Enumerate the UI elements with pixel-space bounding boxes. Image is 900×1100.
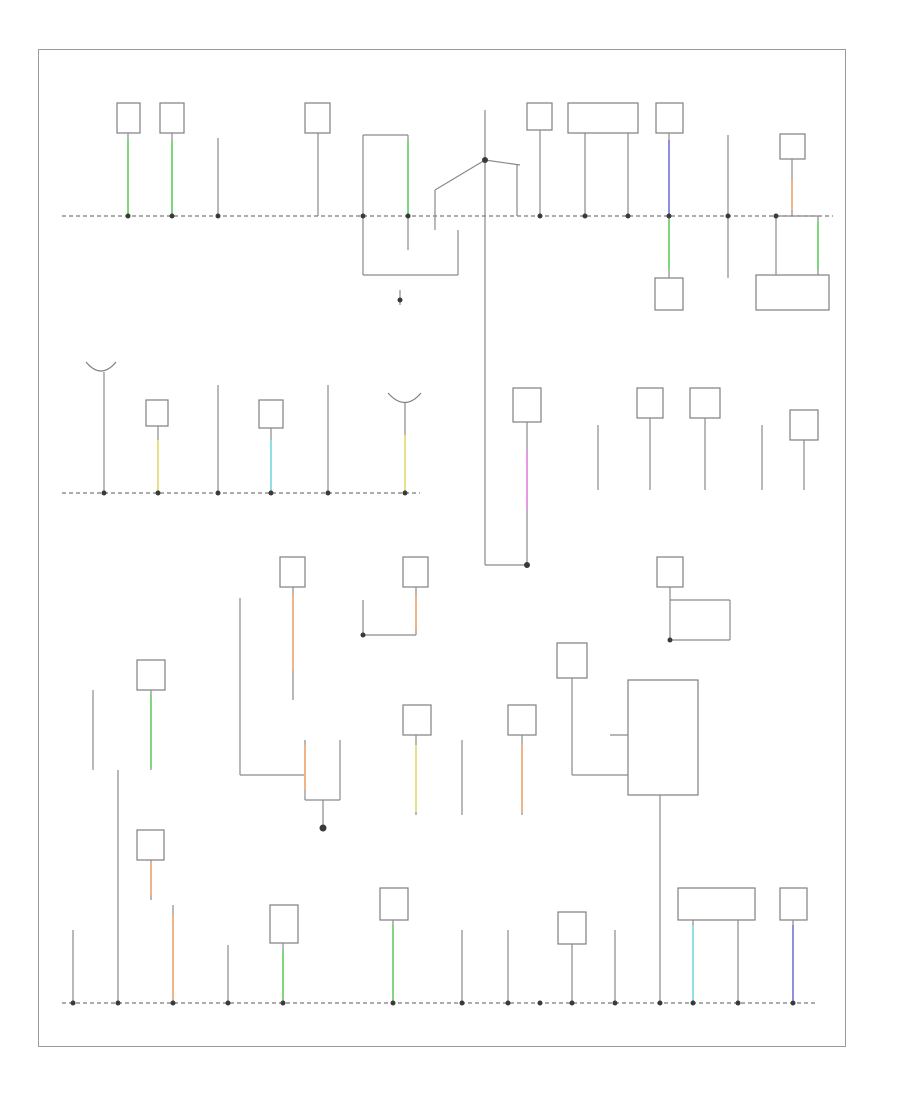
component-module (627, 679, 699, 796)
component-box (655, 102, 684, 134)
component-box (136, 829, 165, 861)
component-box (526, 102, 553, 131)
component-box (507, 704, 537, 736)
component-box (567, 102, 639, 134)
splices-row-3 (319, 632, 673, 832)
component-box (402, 556, 429, 588)
component-box (636, 387, 664, 419)
colored-wires-row-1 (127, 140, 819, 270)
component-box (654, 277, 684, 311)
component-lamp (85, 361, 117, 372)
wires-row-1 (127, 110, 819, 565)
component-box (159, 102, 185, 134)
wires-row-4 (72, 770, 794, 1003)
components-row-4 (136, 829, 808, 945)
component-box (755, 274, 830, 311)
diagram-frame (38, 49, 846, 1047)
components-row-2 (85, 361, 819, 441)
component-box (512, 387, 542, 423)
component-box (677, 887, 756, 921)
splices-row-2 (101, 490, 530, 568)
component-box (557, 911, 587, 945)
component-box (304, 102, 331, 134)
component-box (379, 887, 409, 921)
component-box (279, 556, 306, 588)
component-box (116, 102, 141, 134)
components-row-3 (136, 556, 699, 796)
component-box (258, 399, 284, 429)
component-box (136, 659, 166, 691)
component-box (689, 387, 721, 419)
component-box (145, 399, 169, 427)
component-box (656, 556, 684, 588)
splices-row-4 (70, 1000, 796, 1006)
component-lamp (387, 392, 422, 404)
component-box (779, 887, 808, 921)
component-box (779, 133, 806, 160)
colored-wires-row-4 (150, 862, 794, 1000)
component-box (269, 904, 299, 944)
splices-row-1 (125, 157, 779, 303)
component-box (402, 704, 432, 736)
colored-wires-row-2 (157, 435, 528, 510)
component-box (789, 409, 819, 441)
colored-wires-row-3 (150, 595, 523, 812)
component-box (556, 642, 588, 679)
components-row-1 (116, 102, 830, 311)
